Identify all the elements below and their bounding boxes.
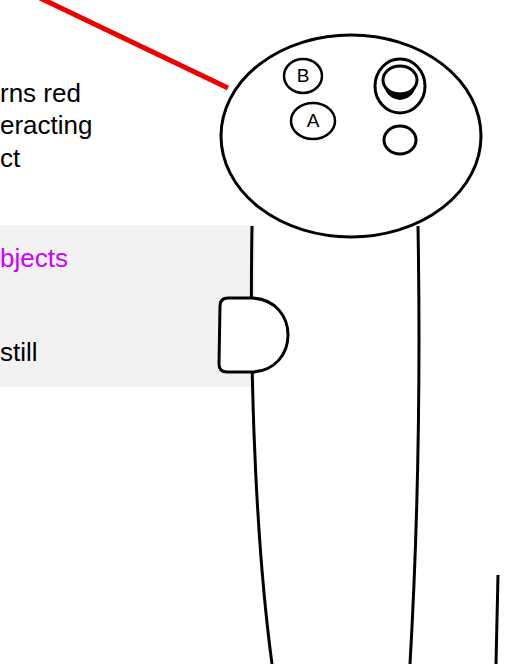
joystick-shadow <box>383 82 417 100</box>
note-text: eracting <box>0 110 93 140</box>
pointer-ray <box>40 0 228 88</box>
controller-head <box>221 35 481 237</box>
button-letter: A <box>291 110 335 132</box>
note-text: ct <box>0 143 20 173</box>
trigger-button <box>219 298 288 372</box>
note-text: rns red <box>0 78 81 108</box>
controller-handle <box>251 226 418 664</box>
button-circle: B <box>284 59 322 93</box>
note-text: still <box>0 337 38 367</box>
text-panel <box>0 225 255 387</box>
joystick-base <box>375 59 425 113</box>
note-text: bjects <box>0 243 68 273</box>
button-circle: A <box>291 103 335 139</box>
edge-line <box>496 575 498 664</box>
button-letter: B <box>284 65 322 87</box>
menu-button <box>384 126 416 154</box>
